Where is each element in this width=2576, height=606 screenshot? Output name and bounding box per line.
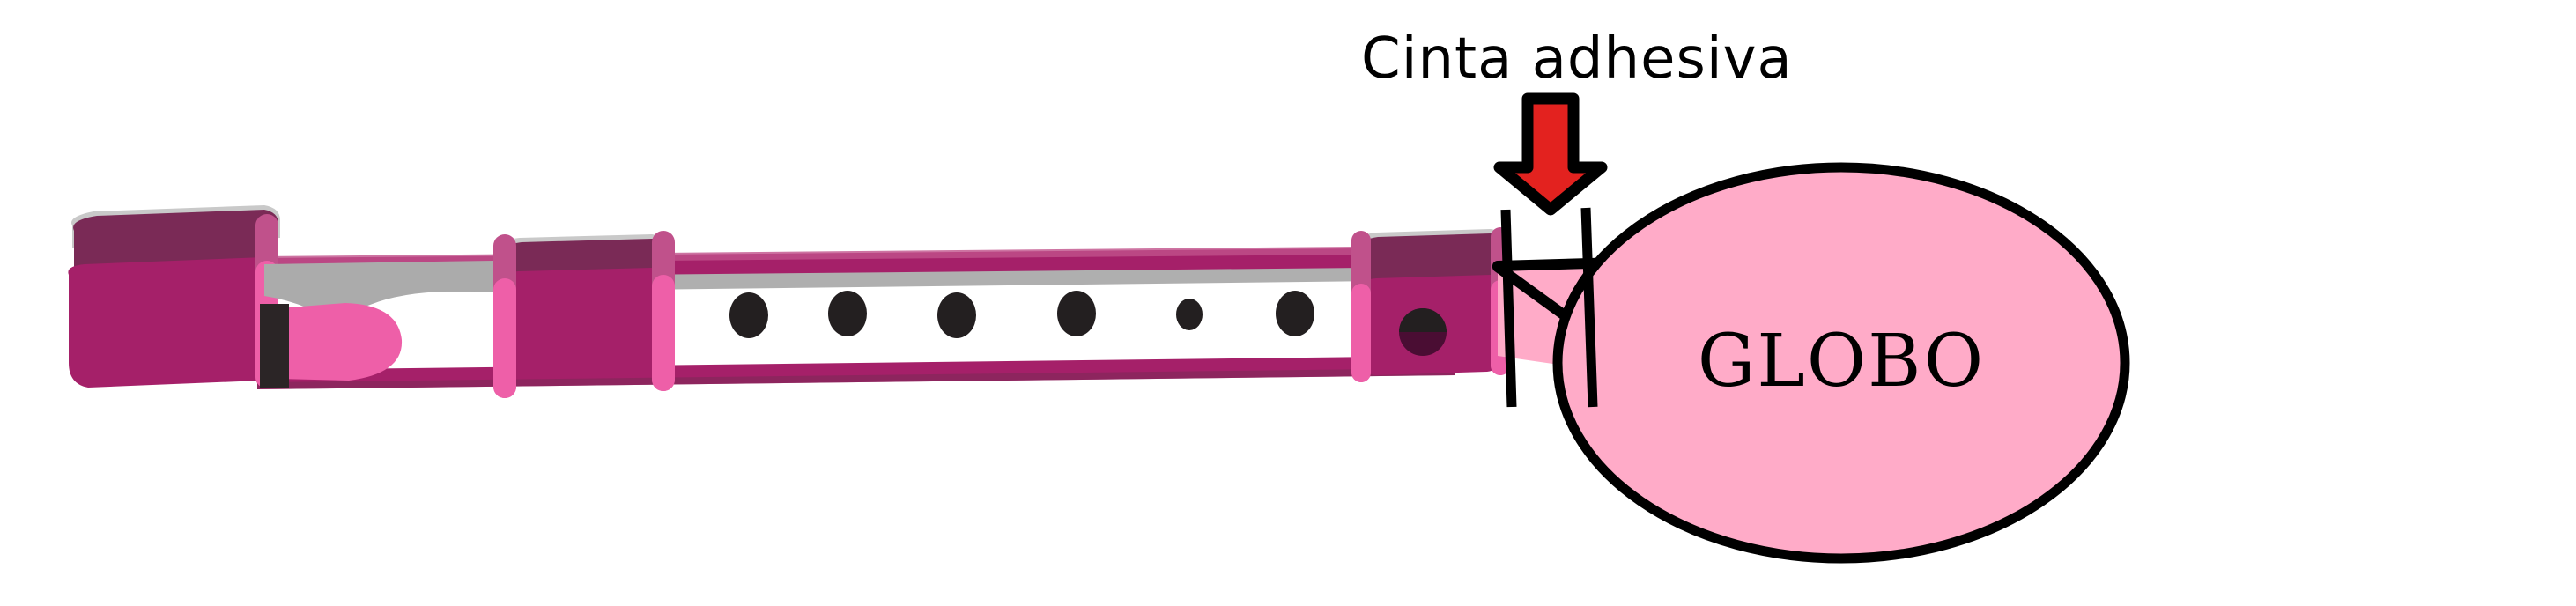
- adhesive-tape-marks: [1500, 207, 1598, 408]
- middle-joint-body: [501, 268, 664, 379]
- labium-slot: [260, 304, 289, 388]
- finger-hole-3: [937, 292, 976, 338]
- window-pink-blob: [278, 303, 403, 381]
- finger-hole-5: [1176, 299, 1203, 330]
- finger-hole-2: [828, 291, 867, 336]
- head-joint: [68, 205, 280, 388]
- middle-joint-left-ring: [493, 278, 516, 398]
- tape-label: Cinta adhesiva: [1361, 26, 1793, 92]
- arrow-shape: [1493, 92, 1608, 216]
- finger-hole-1: [729, 292, 768, 338]
- finger-hole-4: [1057, 291, 1096, 336]
- foot-joint: [1351, 227, 1510, 382]
- middle-joint: [493, 231, 675, 398]
- foot-joint-hole-shadow: [1399, 308, 1447, 332]
- head-joint-body: [68, 257, 278, 388]
- tape-left-line: [1500, 209, 1517, 408]
- tube-bottom-shade: [257, 368, 1455, 389]
- foot-joint-left-ring: [1351, 284, 1371, 382]
- balloon-shape: [1552, 162, 2130, 564]
- balloon-label: GLOBO: [1698, 320, 1985, 403]
- balloon: GLOBO: [1552, 162, 2130, 564]
- red-down-arrow: [1493, 92, 1608, 216]
- window-grey-shadow: [264, 261, 493, 314]
- tape-right-line: [1580, 207, 1598, 408]
- finger-holes-group: [729, 291, 1314, 338]
- middle-joint-right-ring: [652, 275, 675, 391]
- mouthpiece-window: [260, 261, 493, 388]
- finger-hole-6: [1276, 291, 1314, 336]
